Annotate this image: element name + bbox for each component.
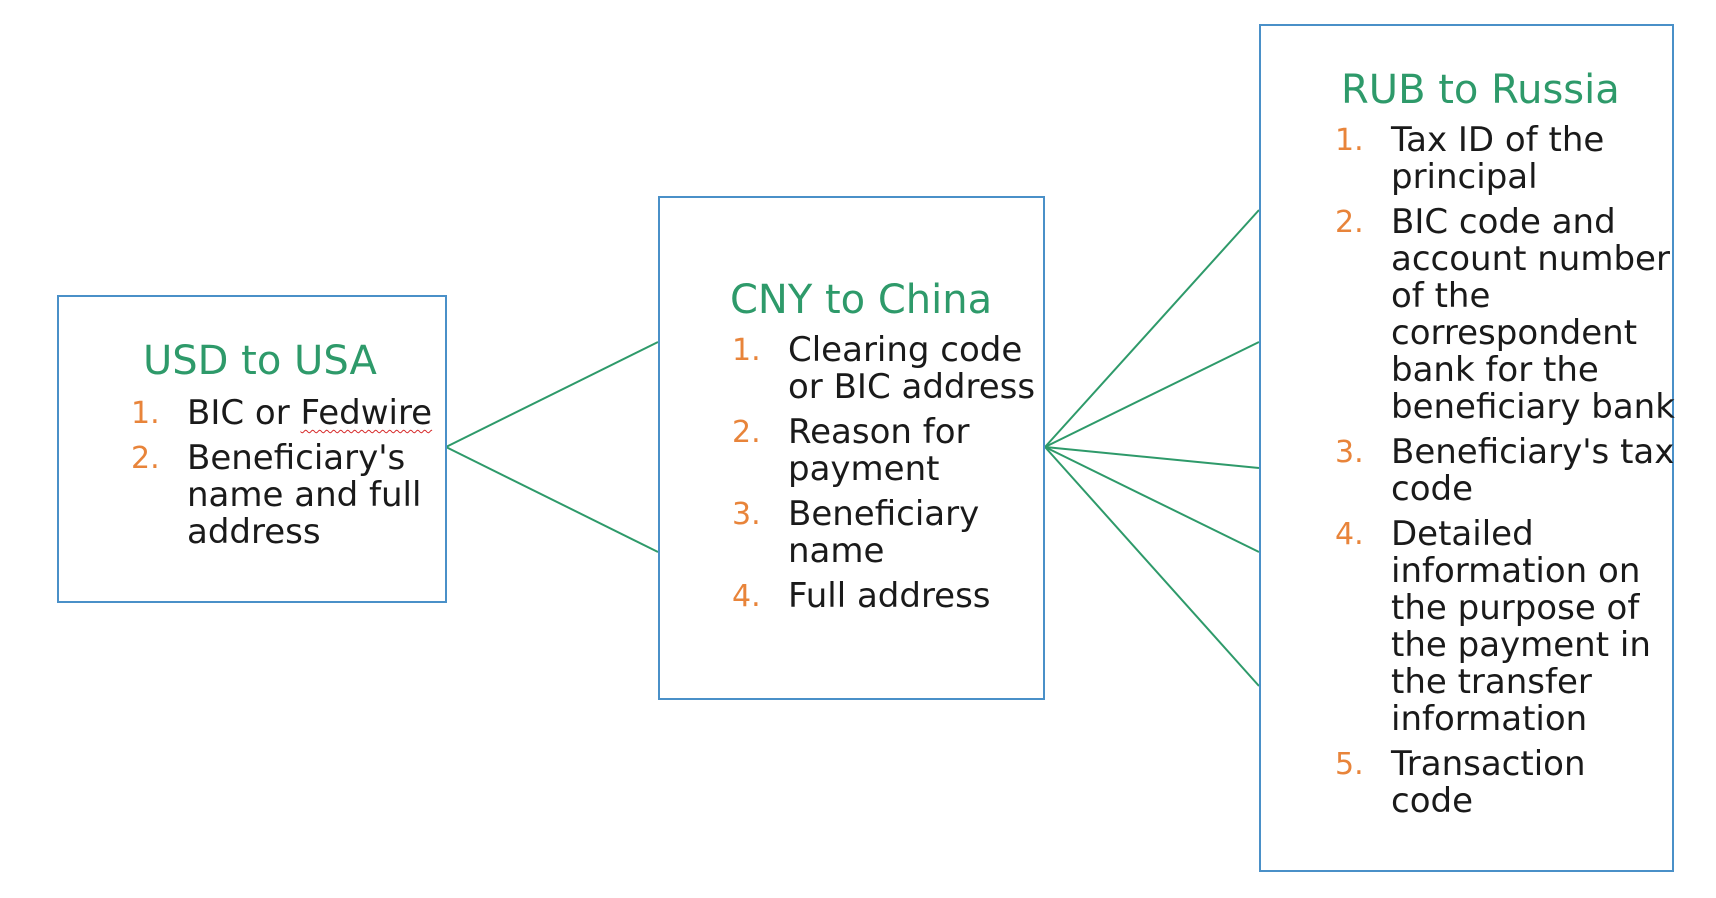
connector-china-russia-1 <box>1044 209 1260 448</box>
item-text: Beneficiary's tax code <box>1391 432 1675 509</box>
usd-to-usa-box: USD to USA 1. BIC or Fedwire 2. Benefici… <box>57 295 447 603</box>
item-number: 2. <box>732 415 761 450</box>
cny-to-china-requirements: 1. Clearing code or BIC address 2. Reaso… <box>732 332 1044 623</box>
item-number: 1. <box>732 333 761 368</box>
usd-to-usa-requirements: 1. BIC or Fedwire 2. Beneficiary's name … <box>131 395 449 559</box>
item-text: Beneficiary's name and full address <box>187 438 422 552</box>
item-text: BIC or <box>187 393 301 433</box>
cny-requirement-item: 4. Full address <box>732 578 1044 615</box>
item-number: 4. <box>1335 517 1364 552</box>
item-text: Tax ID of the principal <box>1391 120 1605 197</box>
rub-requirement-item: 1. Tax ID of the principal <box>1335 122 1675 196</box>
item-number: 2. <box>1335 205 1364 240</box>
item-number: 1. <box>1335 123 1364 158</box>
connector-china-russia-4 <box>1044 446 1260 553</box>
rub-requirement-item: 5. Transaction code <box>1335 746 1675 820</box>
connector-china-russia-5 <box>1044 446 1260 687</box>
rub-requirement-item: 3. Beneficiary's tax code <box>1335 434 1675 508</box>
cny-to-china-title: CNY to China <box>730 277 993 323</box>
item-text: Clearing code or BIC address <box>788 330 1036 407</box>
connector-china-russia-3 <box>1044 446 1260 469</box>
usd-requirement-item: 1. BIC or Fedwire <box>131 395 449 432</box>
item-text: Detailed information on the purpose of t… <box>1391 514 1651 739</box>
rub-to-russia-box: RUB to Russia 1. Tax ID of the principal… <box>1259 24 1675 872</box>
item-text: BIC code and account number of the corre… <box>1391 202 1675 427</box>
cny-requirement-item: 2. Reason for payment <box>732 414 1044 488</box>
item-number: 3. <box>732 497 761 532</box>
cny-to-china-box: CNY to China 1. Clearing code or BIC add… <box>658 196 1045 700</box>
connector-china-russia-2 <box>1044 341 1260 448</box>
item-number: 5. <box>1335 747 1364 782</box>
item-text: Full address <box>788 576 991 616</box>
rub-requirement-item: 4. Detailed information on the purpose o… <box>1335 516 1675 738</box>
item-number: 4. <box>732 579 761 614</box>
cny-requirement-item: 1. Clearing code or BIC address <box>732 332 1044 406</box>
item-text: Reason for payment <box>788 412 970 489</box>
cny-requirement-item: 3. Beneficiary name <box>732 496 1044 570</box>
rub-requirement-item: 2. BIC code and account number of the co… <box>1335 204 1675 426</box>
item-text: Beneficiary name <box>788 494 980 571</box>
item-number: 2. <box>131 441 160 476</box>
usd-requirement-item: 2. Beneficiary's name and full address <box>131 440 449 551</box>
item-number: 1. <box>131 396 160 431</box>
spellcheck-flagged-word: Fedwire <box>300 393 433 433</box>
rub-to-russia-requirements: 1. Tax ID of the principal 2. BIC code a… <box>1335 122 1675 828</box>
item-number: 3. <box>1335 435 1364 470</box>
usd-to-usa-title: USD to USA <box>143 338 377 384</box>
connector-usa-china-lower <box>445 446 659 553</box>
connector-usa-china-upper <box>445 341 659 448</box>
item-text: Transaction code <box>1391 744 1586 821</box>
rub-to-russia-title: RUB to Russia <box>1341 67 1620 113</box>
